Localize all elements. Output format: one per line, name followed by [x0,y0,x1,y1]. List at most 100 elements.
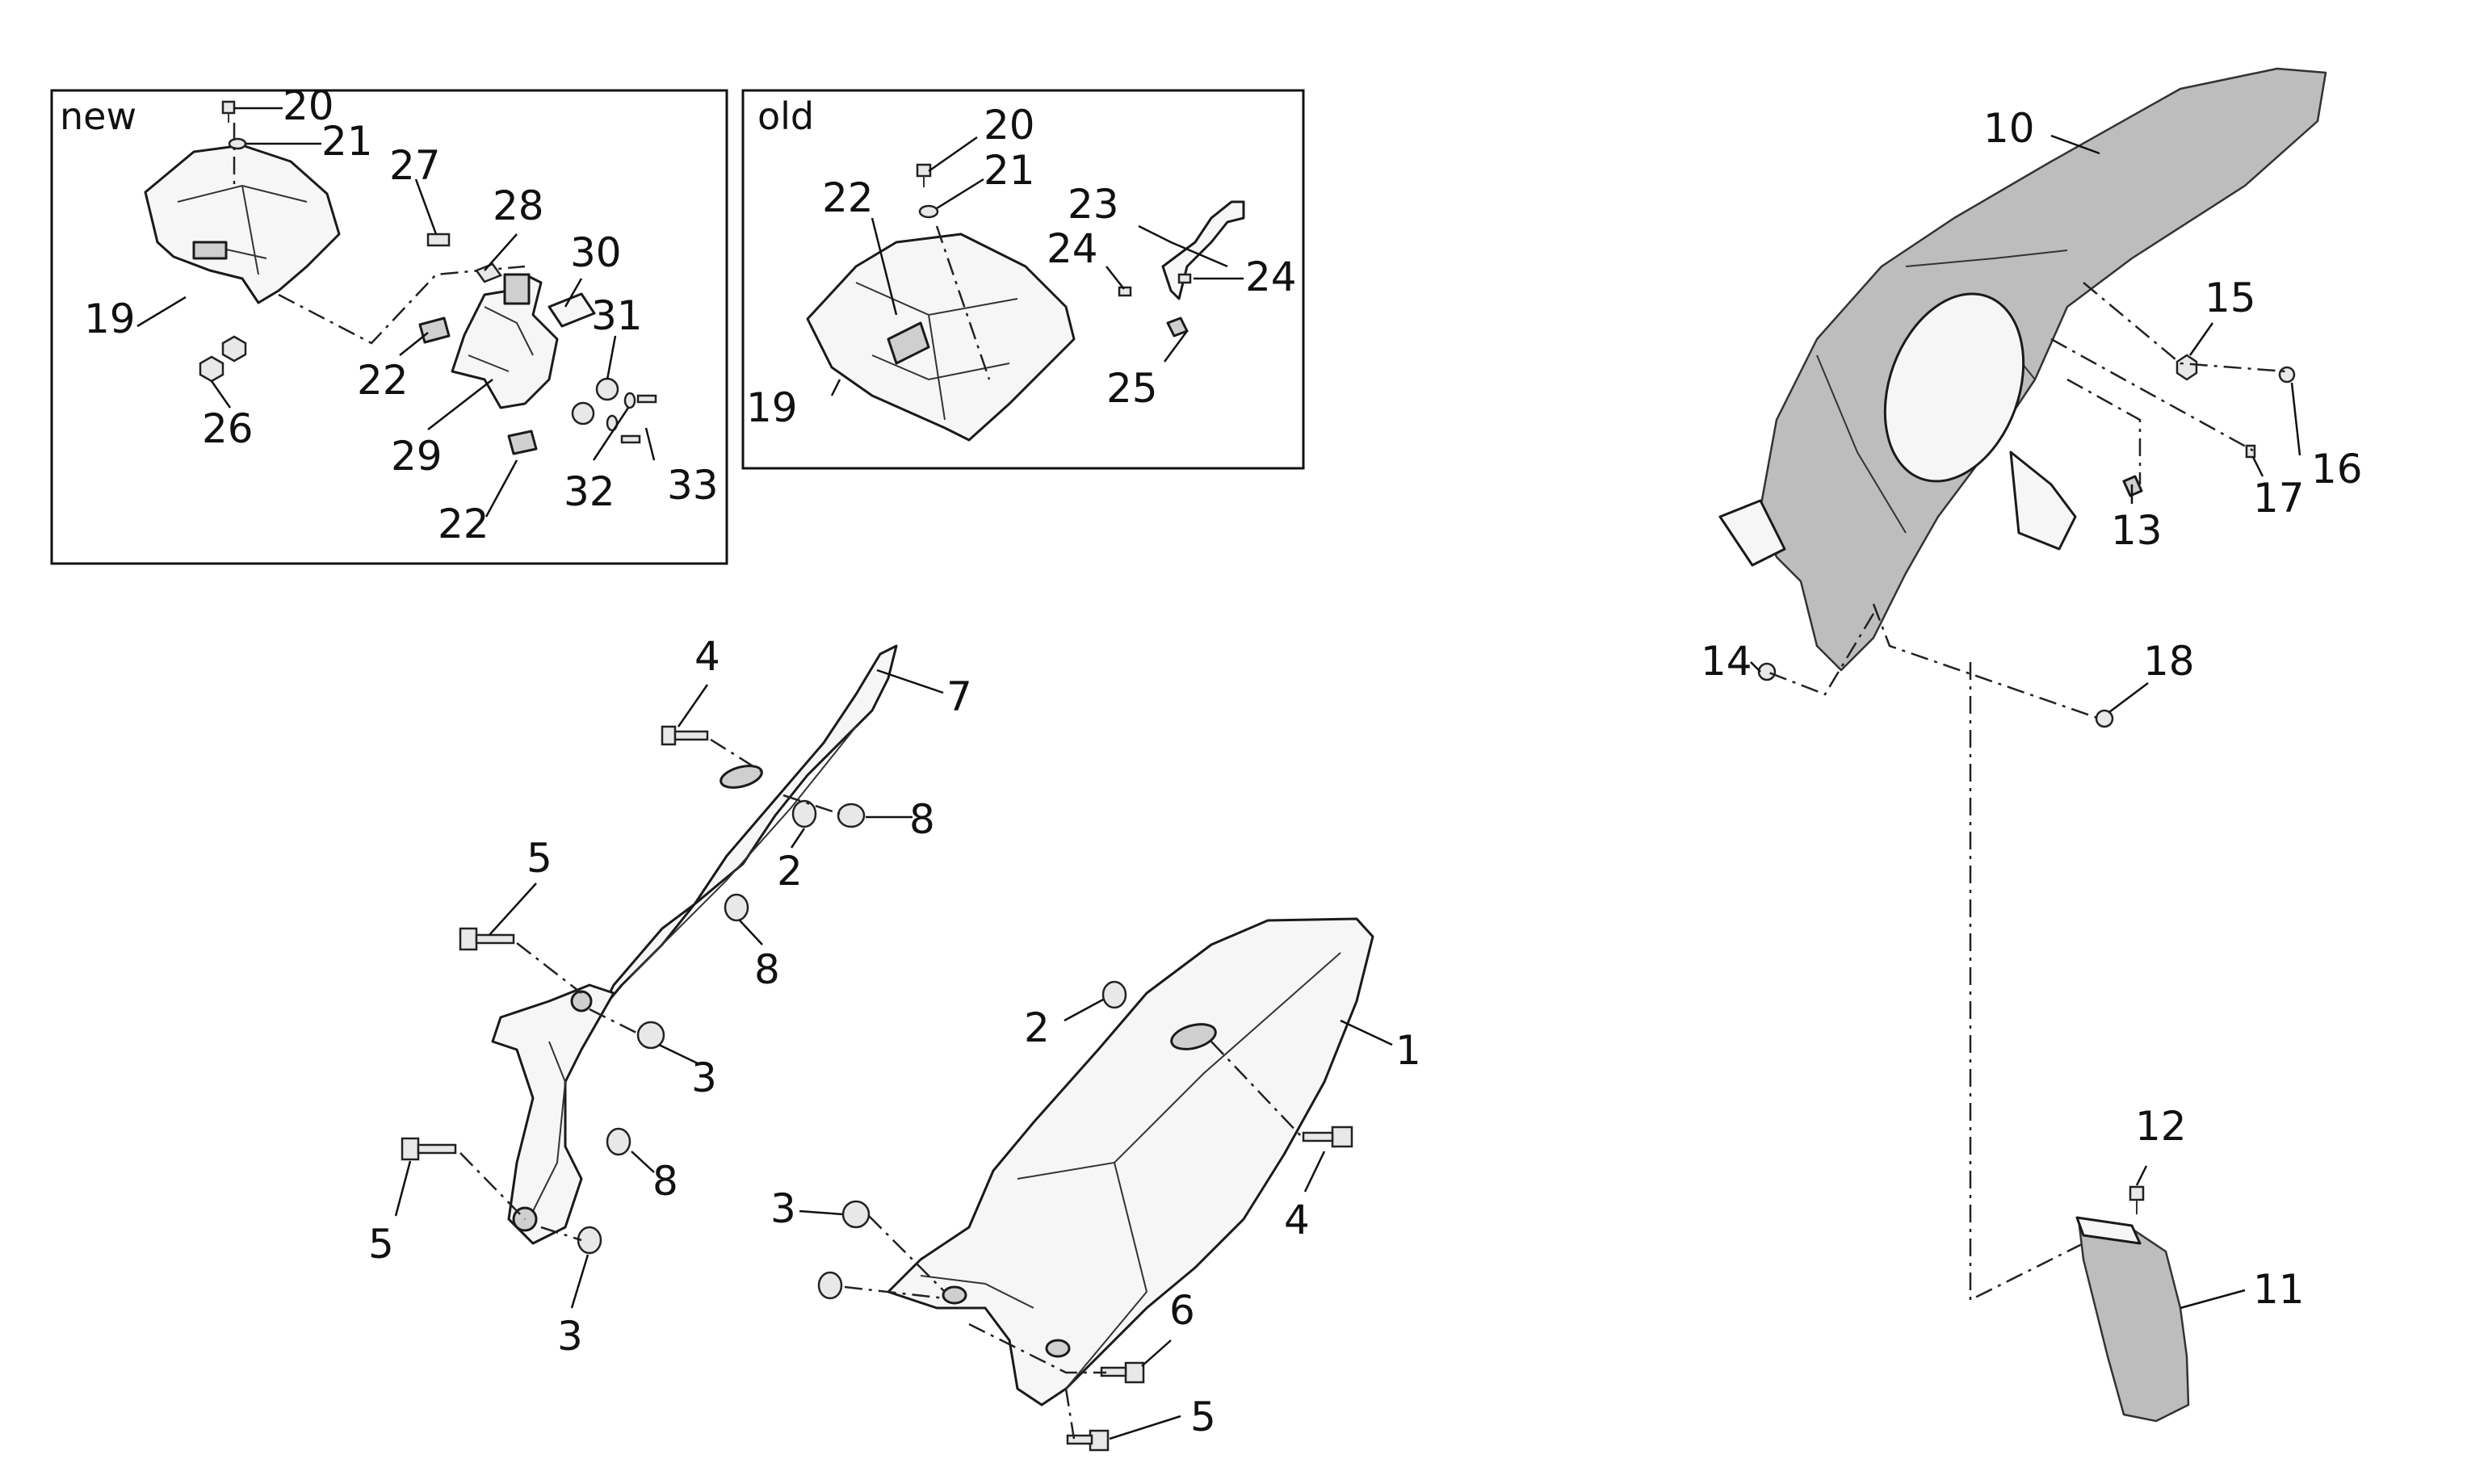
callout-2-upper: 2 [777,848,803,895]
callout-5-upper: 5 [527,835,552,882]
leaders-panels [394,669,1393,1440]
callouts-right: 10 15 16 17 13 14 18 12 11 [1701,105,2363,1313]
callout-20-old: 20 [984,102,1035,149]
rear-dash-lines [1766,282,2286,1302]
callout-10: 10 [1983,105,2035,152]
callout-2-lower: 2 [1024,1004,1050,1051]
bolt-5-left[interactable] [401,1137,457,1161]
callout-8-middle: 8 [754,946,780,993]
bolt-6[interactable] [1100,1361,1145,1384]
callout-30-new: 30 [570,229,622,276]
part-29-bracket[interactable] [451,273,559,409]
callout-28-new: 28 [493,182,544,229]
callout-13: 13 [2111,507,2163,554]
callout-1: 1 [1395,1027,1421,1074]
callout-4-lower: 4 [1284,1197,1310,1243]
callout-31-new: 31 [591,292,643,339]
callout-21-new: 21 [321,118,373,165]
part-19-new-tray[interactable] [144,144,341,304]
screw-12[interactable] [2129,1185,2145,1214]
grommet-14[interactable] [1757,662,1777,681]
screw-17[interactable] [2245,444,2256,459]
callout-3-lower: 3 [557,1313,583,1360]
grommet-8[interactable] [606,803,866,1156]
screw-24-old[interactable] [1118,273,1192,297]
bolt-4-lower[interactable] [1302,1126,1353,1148]
part-1-side-panel[interactable] [887,917,1374,1406]
callout-11: 11 [2253,1266,2305,1313]
spacer-2[interactable] [791,799,1127,1009]
callout-5-lower: 5 [1190,1394,1216,1440]
callout-3-pair: 3 [770,1185,796,1232]
callout-32-new: 32 [564,468,615,515]
callout-15: 15 [2205,275,2256,321]
callout-25-old: 25 [1106,365,1158,412]
side-panels-assembly: 4 7 2 8 5 8 3 5 8 3 2 1 4 3 6 5 [368,633,1421,1452]
nut-26-new[interactable] [199,335,247,383]
screw-20-old[interactable] [916,163,932,187]
callout-3-upper: 3 [691,1054,717,1101]
part-10-rear-fender[interactable] [1718,67,2327,672]
frame-old-border [741,89,1305,470]
callout-21-old: 21 [984,147,1035,194]
callouts-old: 20 21 22 23 24 24 19 25 [746,102,1297,431]
callout-20-new: 20 [283,82,334,129]
callout-12: 12 [2135,1103,2187,1150]
frame-new-title: new [60,94,136,138]
screw-33[interactable] [620,394,657,444]
part-30-cover[interactable] [548,292,596,328]
callout-27-new: 27 [389,142,441,189]
bolt-5-upper[interactable] [459,927,515,951]
part-22-pad-a[interactable] [418,317,451,344]
washer-21-new[interactable] [228,137,247,150]
callout-14: 14 [1701,638,1752,685]
bolt-5-lower[interactable] [1066,1429,1110,1452]
callout-5-left: 5 [368,1221,394,1268]
part-7-side-cover[interactable] [580,644,898,1035]
callout-19-old: 19 [746,384,798,431]
frame-old-title: old [757,94,814,138]
panel-dash-lines [459,738,1303,1440]
callout-4-upper: 4 [694,633,720,680]
callout-17: 17 [2253,475,2305,522]
rear-fender-assembly: 10 15 16 17 13 14 18 12 11 [1701,67,2363,1423]
screw-16[interactable] [2278,366,2296,384]
callout-6: 6 [1169,1287,1195,1334]
bolt-4-upper[interactable] [661,725,709,746]
callout-22b-new: 22 [438,501,489,547]
callout-18: 18 [2143,638,2195,685]
clip-27[interactable] [426,233,451,247]
callout-7: 7 [946,673,972,720]
bracket-23-old[interactable] [1161,200,1245,300]
nut-25-old[interactable] [1166,317,1189,337]
part-11-mud-flap[interactable] [2075,1216,2190,1423]
leaders-right [1750,134,2301,1310]
callout-8-lower: 8 [652,1158,678,1205]
screw-20-new[interactable] [221,100,236,123]
callout-23-old: 23 [1068,181,1119,228]
frame-new: new [50,82,728,565]
frame-new-border [50,89,728,565]
callout-29-new: 29 [391,433,443,480]
callout-22a-new: 22 [357,357,409,404]
callout-26-new: 26 [202,405,254,452]
washer-21-old[interactable] [918,204,939,219]
callouts-panels: 4 7 2 8 5 8 3 5 8 3 2 1 4 3 6 5 [368,633,1421,1440]
part-22-pad-b[interactable] [507,430,538,455]
callouts-new: 20 21 19 26 27 28 30 31 22 29 22 32 33 [84,82,719,547]
leaders-old [830,136,1244,396]
callout-8-upper: 8 [909,796,935,843]
callout-22-old: 22 [822,174,874,221]
callout-24a-old: 24 [1047,225,1098,272]
frame-old: old 20 21 [741,89,1305,470]
grommet-18[interactable] [2095,709,2114,728]
callout-24b-old: 24 [1245,254,1297,300]
leaders-new [136,107,656,518]
part-19-old-tray[interactable] [806,233,1076,442]
callout-16: 16 [2311,446,2363,493]
nut-15[interactable] [2175,354,2198,381]
grommet-3[interactable] [577,1021,871,1300]
callout-19-new: 19 [84,296,136,342]
dash-axis-old [935,225,991,380]
